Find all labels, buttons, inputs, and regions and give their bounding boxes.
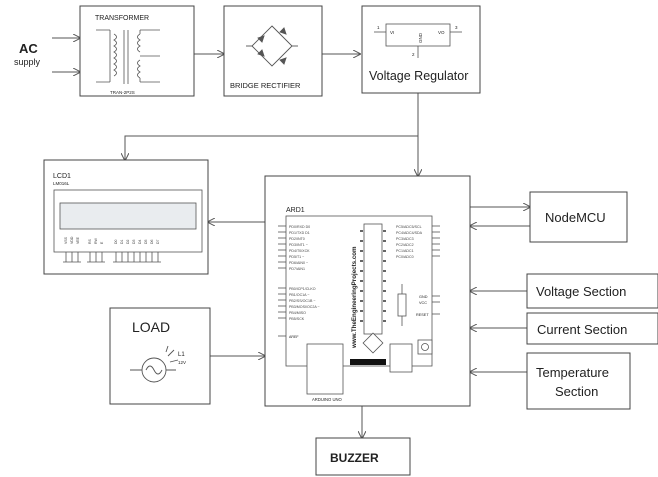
svg-text:PB0/ICP1/CLKO: PB0/ICP1/CLKO xyxy=(289,287,316,291)
transformer-part: TRAN-2P2S xyxy=(110,90,135,95)
svg-text:PC2/ADC2: PC2/ADC2 xyxy=(396,243,414,247)
svg-text:RS: RS xyxy=(88,238,92,244)
regulator-pin-vo: VO xyxy=(438,30,445,35)
svg-text:RW: RW xyxy=(94,238,98,244)
svg-text:PB5/SCK: PB5/SCK xyxy=(289,317,305,321)
transformer-title: TRANSFORMER xyxy=(95,15,149,22)
nodemcu-block: NodeMCU xyxy=(529,191,628,243)
arduino-board-outline xyxy=(285,215,433,367)
regulator-chip-icon xyxy=(374,23,462,58)
svg-text:PD0/RXD D0: PD0/RXD D0 xyxy=(289,225,310,229)
arduino-right-pins xyxy=(432,225,440,315)
load-title: LOAD xyxy=(132,319,170,335)
svg-text:PD2/INT0: PD2/INT0 xyxy=(289,237,305,241)
nodemcu-label: NodeMCU xyxy=(545,210,606,225)
svg-text:PB3/MOSI/OC2A ~: PB3/MOSI/OC2A ~ xyxy=(289,305,320,309)
buzzer-label: BUZZER xyxy=(330,451,379,465)
regulator-block: 1 VI VO 3 GND 2 Voltage Regulator xyxy=(361,5,481,94)
load-rating: 12V xyxy=(178,360,186,365)
lcd-block: LCD1 LM016L VSS VDD VEE RS RW E D0 D1 D2… xyxy=(43,159,209,275)
svg-text:PC3/ADC3: PC3/ADC3 xyxy=(396,237,414,241)
ac-subtitle: supply xyxy=(14,57,41,67)
arduino-vcc-label: VCC xyxy=(419,301,427,305)
svg-text:PC0/ADC0: PC0/ADC0 xyxy=(396,255,414,259)
svg-text:PC5/ADC5/SCL: PC5/ADC5/SCL xyxy=(396,225,422,229)
temperature-label-line1: Temperature xyxy=(536,365,609,380)
svg-text:D5: D5 xyxy=(144,239,148,244)
regulator-label: Voltage Regulator xyxy=(369,69,468,83)
arduino-gnd-label: GND xyxy=(419,295,428,299)
power-jack-icon xyxy=(306,343,344,395)
svg-text:D6: D6 xyxy=(150,239,154,244)
ac-title: AC xyxy=(19,41,38,56)
svg-text:D4: D4 xyxy=(138,239,142,244)
atmega-chip-icon xyxy=(360,223,386,335)
arduino-watermark: www.TheEngineeringProjects.com xyxy=(351,246,358,349)
svg-text:VEE: VEE xyxy=(76,236,80,244)
ic-diamond-icon xyxy=(362,332,384,354)
connections xyxy=(52,38,530,438)
arduino-black-bar xyxy=(350,359,386,365)
svg-text:PC4/ADC4/SDA: PC4/ADC4/SDA xyxy=(396,231,423,235)
buzzer-block: BUZZER xyxy=(315,437,411,476)
svg-text:PC1/ADC1: PC1/ADC1 xyxy=(396,249,414,253)
regulator-pin-vi: VI xyxy=(390,30,394,35)
svg-text:PB2/SS/OC1B ~: PB2/SS/OC1B ~ xyxy=(289,299,315,303)
svg-text:D7: D7 xyxy=(156,239,160,244)
svg-text:PD4/T0/XCK: PD4/T0/XCK xyxy=(289,249,310,253)
svg-text:PB1/OC1A ~: PB1/OC1A ~ xyxy=(289,293,309,297)
rectifier-block: BRIDGE RECTIFIER xyxy=(223,5,323,97)
lcd-part: LM016L xyxy=(53,181,70,186)
lcd-pins xyxy=(63,252,161,263)
current-section-label: Current Section xyxy=(537,322,627,337)
regulator-to-lcd-arrow xyxy=(125,135,418,160)
arduino-block: ARD1 PD0/RXD D0 PD1/TXD D1 PD2/INT0 PD3/IN… xyxy=(264,175,471,407)
rectifier-label: BRIDGE RECTIFIER xyxy=(230,81,301,90)
usb-connector-icon xyxy=(389,343,413,373)
lcd-pin-labels: VSS VDD VEE RS RW E D0 D1 D2 D3 D4 D5 D6… xyxy=(64,236,160,244)
svg-text:D0: D0 xyxy=(114,239,118,244)
load-ref: L1 xyxy=(178,352,185,358)
svg-text:D2: D2 xyxy=(126,239,130,244)
svg-text:VSS: VSS xyxy=(64,236,68,244)
transformer-symbol-icon xyxy=(96,29,160,84)
svg-text:VDD: VDD xyxy=(70,236,74,244)
transformer-block: TRANSFORMER TRAN-2P2S xyxy=(79,5,195,97)
voltage-section-block: Voltage Section xyxy=(526,273,658,309)
svg-text:PD6/AIN0 ~: PD6/AIN0 ~ xyxy=(289,261,308,265)
svg-text:PD1/TXD D1: PD1/TXD D1 xyxy=(289,231,310,235)
current-section-block: Current Section xyxy=(526,312,658,345)
crystal-icon xyxy=(397,284,407,326)
arduino-left-pins xyxy=(278,225,286,337)
arduino-reset-label: RESET xyxy=(416,313,429,317)
regulator-pin1: 1 xyxy=(377,25,380,30)
svg-text:D1: D1 xyxy=(120,239,124,244)
svg-text:PD5/T1 ~: PD5/T1 ~ xyxy=(289,255,304,259)
svg-text:PD3/INT1 ~: PD3/INT1 ~ xyxy=(289,243,308,247)
regulator-pin-gnd: GND xyxy=(418,32,423,43)
regulator-pin2: 2 xyxy=(412,52,415,57)
arduino-left-pin-labels: PD0/RXD D0 PD1/TXD D1 PD2/INT0 PD3/INT1 ~ P… xyxy=(289,225,320,321)
temperature-label-line2: Section xyxy=(555,384,598,399)
svg-text:PB4/MISO: PB4/MISO xyxy=(289,311,306,315)
reset-button-icon xyxy=(417,339,433,355)
arduino-aref-label: AREF xyxy=(289,335,299,339)
svg-text:D3: D3 xyxy=(132,239,136,244)
lcd-title: LCD1 xyxy=(53,173,71,180)
arduino-right-pin-labels: PC5/ADC5/SCL PC4/ADC4/SDA PC3/ADC3 PC2/ADC… xyxy=(396,225,423,259)
temperature-section-block: Temperature Section xyxy=(526,352,631,410)
bridge-rectifier-icon xyxy=(246,25,298,67)
lamp-icon xyxy=(130,345,179,383)
arduino-title: ARD1 xyxy=(286,207,305,214)
voltage-section-label: Voltage Section xyxy=(536,284,626,299)
lcd-screen xyxy=(59,202,197,230)
arduino-board-label: ARDUINO UNO xyxy=(312,397,343,402)
svg-text:PD7/AIN1: PD7/AIN1 xyxy=(289,267,305,271)
svg-text:E: E xyxy=(100,241,104,244)
load-block: LOAD L1 12V xyxy=(109,307,211,405)
regulator-pin3: 3 xyxy=(455,25,458,30)
